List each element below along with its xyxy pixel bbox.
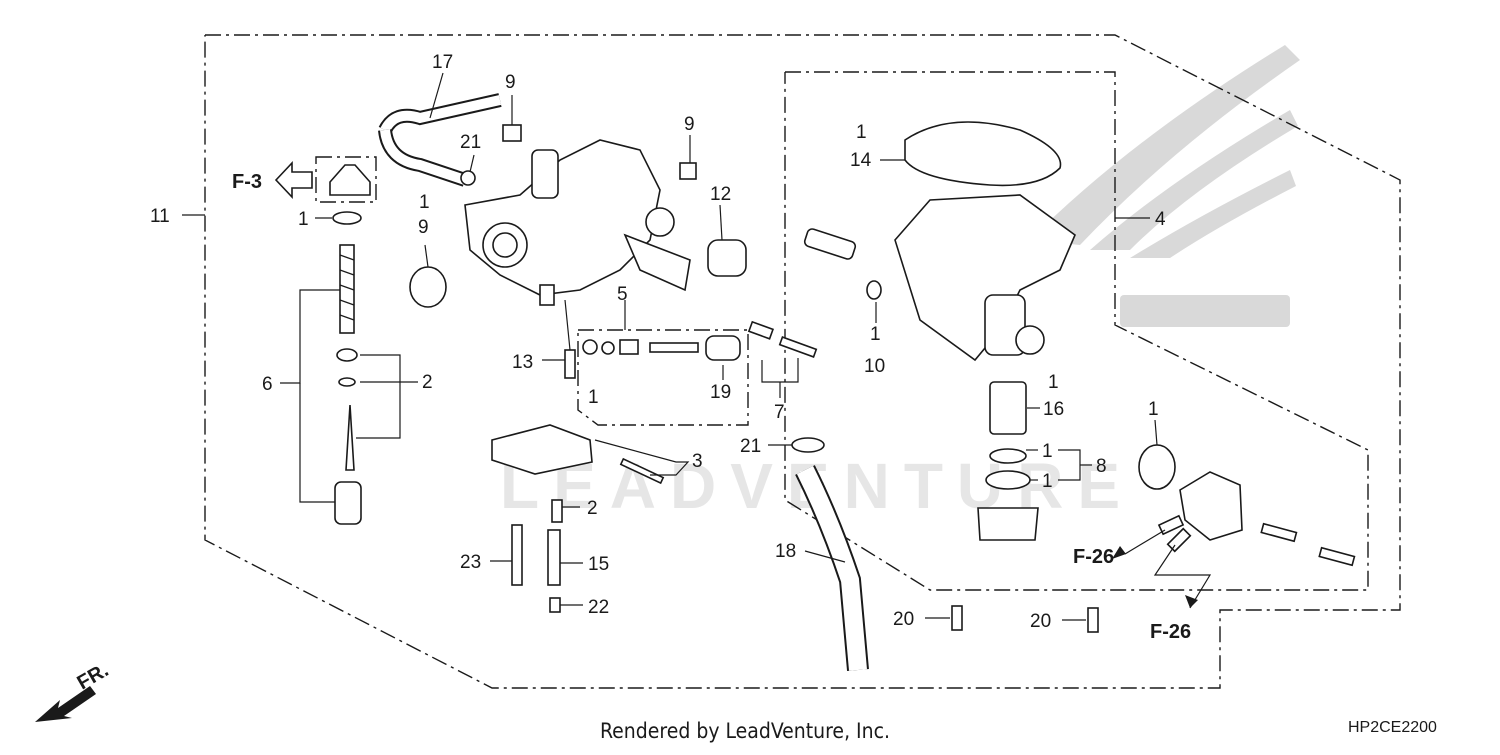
callout-21: 21 xyxy=(740,436,761,457)
callout-12: 12 xyxy=(710,184,731,205)
rendered-by-credit: Rendered by LeadVenture, Inc. xyxy=(600,719,890,743)
callout-22: 22 xyxy=(588,597,609,618)
washer-1 xyxy=(332,211,362,225)
washer-10 xyxy=(866,280,882,300)
jet-needle xyxy=(345,404,355,471)
callout-2: 2 xyxy=(422,372,433,393)
callout-16: 16 xyxy=(1043,399,1064,420)
o-ring-8a xyxy=(989,448,1027,464)
throttle-valve xyxy=(334,481,362,525)
spring xyxy=(339,244,355,334)
callout-5: 5 xyxy=(617,284,628,305)
ref-label-f3: F-3 xyxy=(232,171,262,193)
screw-20a xyxy=(951,605,963,631)
callout-11: 11 xyxy=(150,206,170,227)
nipple-a xyxy=(1157,514,1185,536)
callout-1: 1 xyxy=(1148,399,1159,420)
screw-13 xyxy=(564,349,576,379)
cap-12 xyxy=(707,239,747,277)
jet-23 xyxy=(511,524,523,586)
callout-21: 21 xyxy=(460,132,481,153)
callout-1: 1 xyxy=(1042,471,1053,492)
gasket-14 xyxy=(904,121,1062,187)
front-direction-label: FR. xyxy=(74,659,113,694)
hose-clip-21a xyxy=(460,170,476,186)
leader-lines xyxy=(182,72,1212,621)
callout-1: 1 xyxy=(870,324,881,345)
callout-9: 9 xyxy=(505,72,516,93)
nipple-b xyxy=(1166,527,1192,553)
assembly-boundary-5 xyxy=(577,329,749,426)
arrow-left-icon xyxy=(274,160,313,200)
callout-19: 19 xyxy=(710,382,731,403)
callout-2: 2 xyxy=(587,498,598,519)
callout-1: 1 xyxy=(588,387,599,408)
jet-15 xyxy=(547,529,561,586)
callout-13: 13 xyxy=(512,352,533,373)
callout-14: 14 xyxy=(850,150,872,171)
callout-10: 10 xyxy=(864,356,885,377)
assembly-boundary-4 xyxy=(784,71,1369,591)
front-direction-arrow-icon xyxy=(35,686,96,722)
callout-20: 20 xyxy=(893,609,914,630)
screw-20b xyxy=(1087,607,1099,633)
callout-8: 8 xyxy=(1096,456,1107,477)
callout-6: 6 xyxy=(262,374,273,395)
screw-10 xyxy=(803,228,857,260)
callout-15: 15 xyxy=(588,554,609,575)
callout-1: 1 xyxy=(298,209,309,230)
ref-label-f26a: F-26 xyxy=(1073,546,1114,568)
callout-1: 1 xyxy=(1048,372,1059,393)
callout-4: 4 xyxy=(1155,209,1166,230)
ref-label-f26b: F-26 xyxy=(1150,621,1191,643)
callout-9: 9 xyxy=(684,114,695,135)
callout-17: 17 xyxy=(432,52,453,73)
carburetor-body xyxy=(464,139,691,306)
clip-9a xyxy=(502,124,522,142)
spring-7 xyxy=(747,320,775,340)
callout-1: 1 xyxy=(1042,441,1053,462)
float-chamber xyxy=(894,194,1076,362)
needle-clip xyxy=(336,348,358,362)
callout-1: 1 xyxy=(419,192,430,213)
screw-b xyxy=(1318,546,1356,567)
callout-numbers: 11 17 9 21 9 12 1 9 1 6 2 5 13 1 19 7 3 … xyxy=(150,52,1166,632)
o-ring-9 xyxy=(409,266,447,308)
arrow-f26b-icon xyxy=(1185,595,1198,608)
auto-choke-housing xyxy=(1179,471,1243,541)
choke-cap-box xyxy=(315,156,377,203)
callout-23: 23 xyxy=(460,552,481,573)
honda-wing-logo xyxy=(1030,45,1300,327)
o-ring-8b xyxy=(985,470,1031,490)
jet-2 xyxy=(551,499,563,523)
arrow-f26a-icon xyxy=(1112,546,1126,559)
callout-18: 18 xyxy=(775,541,796,562)
screw-a xyxy=(1260,522,1298,543)
pilot-screw-set xyxy=(582,335,741,361)
callout-20: 20 xyxy=(1030,611,1051,632)
clip-9b xyxy=(679,162,697,180)
choke-cap xyxy=(329,164,371,196)
callout-3: 3 xyxy=(692,451,703,472)
callout-9: 9 xyxy=(418,217,429,238)
filter-16 xyxy=(989,381,1027,435)
diagram-code: HP2CE2200 xyxy=(1348,719,1437,736)
jet-22 xyxy=(549,597,561,613)
callout-1: 1 xyxy=(856,122,867,143)
drain-plug xyxy=(977,507,1039,541)
float-3 xyxy=(491,424,665,485)
assembly-boundary-11 xyxy=(204,34,1401,689)
gasket-1 xyxy=(1138,444,1176,490)
hose-clip-21b xyxy=(791,437,825,453)
callout-7: 7 xyxy=(774,402,785,423)
screw-7 xyxy=(778,336,818,358)
